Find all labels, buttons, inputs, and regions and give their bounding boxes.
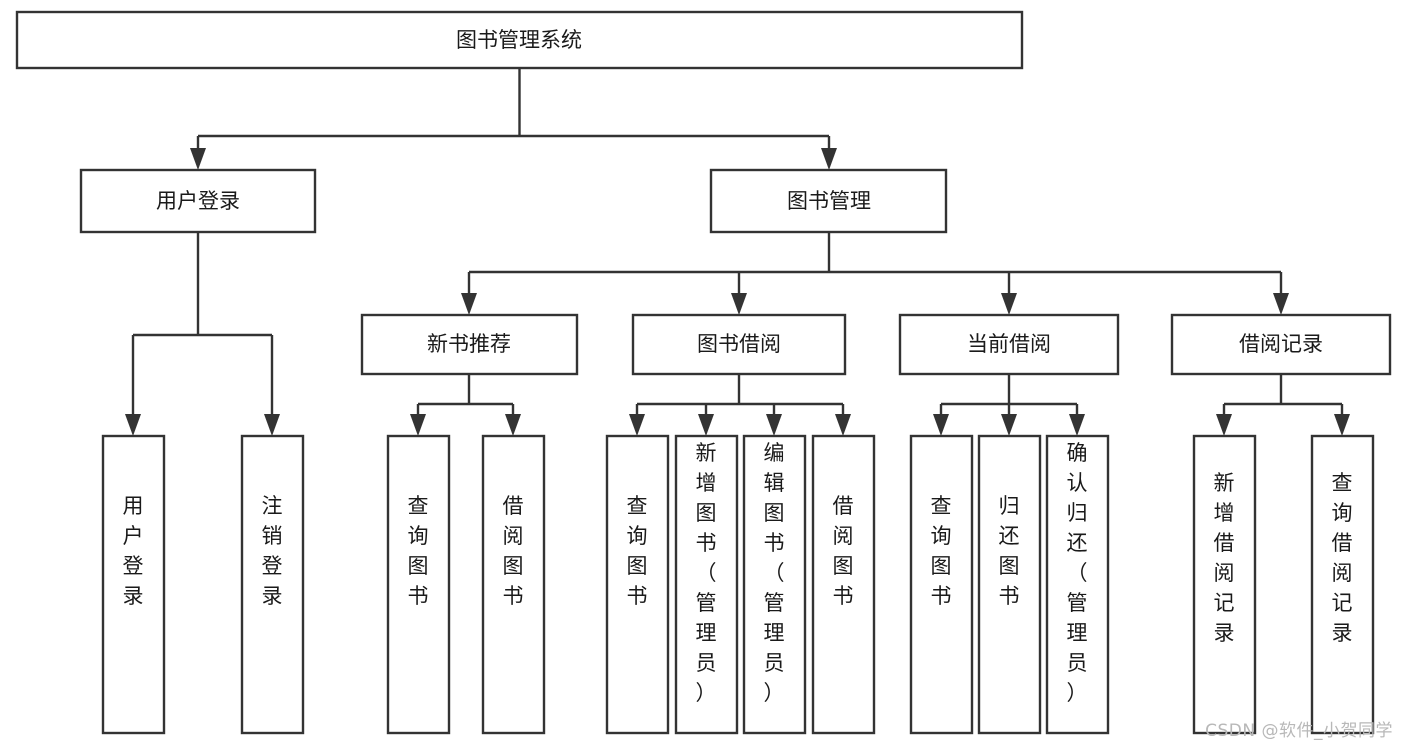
leaf-confirm-return-box[interactable]	[1045, 434, 1110, 735]
node-new-book-recommend-label: 新书推荐	[427, 332, 511, 356]
arrow-to-leaf-query-book-1	[410, 414, 426, 436]
node-borrow-record-box[interactable]	[1170, 313, 1392, 376]
arrow-to-leaf-query-book-3	[933, 414, 949, 436]
connector-group-borrow-record	[1216, 374, 1350, 436]
leaf-add-book-box[interactable]	[674, 434, 739, 735]
node-book-manage-label: 图书管理	[787, 189, 871, 213]
leaf-edit-book-label: 编辑图书（管理员）	[764, 441, 785, 705]
leaf-logout-box[interactable]	[240, 434, 305, 735]
arrow-to-current-borrow	[1001, 293, 1017, 315]
arrow-to-leaf-confirm-return	[1069, 414, 1085, 436]
arrow-to-leaf-edit-book	[766, 414, 782, 436]
node-borrow-record[interactable]: 借阅记录	[1170, 313, 1392, 376]
arrow-to-book-borrow	[731, 293, 747, 315]
node-book-borrow-box[interactable]	[631, 313, 847, 376]
leaf-query-book-3-label: 查询图书	[931, 494, 952, 608]
leaf-query-record-label: 查询借阅记录	[1332, 471, 1353, 645]
leaf-return-book-label: 归还图书	[999, 494, 1020, 608]
node-current-borrow-box[interactable]	[898, 313, 1120, 376]
connector-group-book-borrow	[629, 374, 851, 436]
leaf-edit-book[interactable]: 编辑图书（管理员）	[742, 434, 807, 735]
leaf-return-book-box[interactable]	[977, 434, 1042, 735]
leaf-query-record-box[interactable]	[1310, 434, 1375, 735]
arrow-to-borrow-record	[1273, 293, 1289, 315]
connector-group-root	[190, 68, 837, 170]
arrow-to-leaf-add-record	[1216, 414, 1232, 436]
leaf-borrow-book-1-label: 借阅图书	[503, 494, 524, 608]
arrow-to-leaf-logout	[264, 414, 280, 436]
node-new-book-recommend-box[interactable]	[360, 313, 579, 376]
node-book-manage-box[interactable]	[709, 168, 948, 234]
leaf-query-book-3-box[interactable]	[909, 434, 974, 735]
leaf-add-book[interactable]: 新增图书（管理员）	[674, 434, 739, 735]
arrow-root-to-user-login	[190, 148, 206, 170]
node-book-manage[interactable]: 图书管理	[709, 168, 948, 234]
arrow-root-to-book-manage	[821, 148, 837, 170]
node-root-box[interactable]	[15, 10, 1024, 70]
arrow-to-leaf-add-book	[698, 414, 714, 436]
node-root[interactable]: 图书管理系统	[15, 10, 1024, 70]
leaf-user-login-box[interactable]	[101, 434, 166, 735]
leaf-user-login[interactable]: 用户登录	[101, 434, 166, 735]
leaf-user-login-label: 用户登录	[123, 494, 144, 608]
leaf-borrow-book-2[interactable]: 借阅图书	[811, 434, 876, 735]
node-user-login-label: 用户登录	[156, 189, 240, 213]
leaf-return-book[interactable]: 归还图书	[977, 434, 1042, 735]
arrow-to-leaf-borrow-book-1	[505, 414, 521, 436]
arrow-to-leaf-return-book	[1001, 414, 1017, 436]
connector-group-current-borrow	[933, 374, 1085, 436]
leaf-borrow-book-2-box[interactable]	[811, 434, 876, 735]
arrow-to-new-book-recommend	[461, 293, 477, 315]
leaf-query-book-1[interactable]: 查询图书	[386, 434, 451, 735]
node-new-book-recommend[interactable]: 新书推荐	[360, 313, 579, 376]
leaf-query-book-3[interactable]: 查询图书	[909, 434, 974, 735]
arrow-to-leaf-borrow-book-2	[835, 414, 851, 436]
leaf-borrow-book-2-label: 借阅图书	[833, 494, 854, 608]
leaf-query-book-1-box[interactable]	[386, 434, 451, 735]
leaf-query-record[interactable]: 查询借阅记录	[1310, 434, 1375, 735]
leaf-add-book-label: 新增图书（管理员）	[696, 441, 717, 705]
leaf-add-record-label: 新增借阅记录	[1214, 471, 1235, 645]
node-borrow-record-label: 借阅记录	[1239, 332, 1323, 356]
node-user-login-box[interactable]	[79, 168, 317, 234]
leaf-query-book-2[interactable]: 查询图书	[605, 434, 670, 735]
connector-group-new-book-recommend	[410, 374, 521, 436]
node-user-login[interactable]: 用户登录	[79, 168, 317, 234]
leaf-borrow-book-1[interactable]: 借阅图书	[481, 434, 546, 735]
arrow-to-leaf-query-book-2	[629, 414, 645, 436]
leaf-borrow-book-1-box[interactable]	[481, 434, 546, 735]
arrow-to-leaf-query-record	[1334, 414, 1350, 436]
leaf-confirm-return-label: 确认归还（管理员）	[1067, 441, 1088, 705]
leaf-add-record[interactable]: 新增借阅记录	[1192, 434, 1257, 735]
node-book-borrow-label: 图书借阅	[697, 332, 781, 356]
leaf-logout-label: 注销登录	[262, 494, 283, 608]
leaf-add-record-box[interactable]	[1192, 434, 1257, 735]
leaf-edit-book-box[interactable]	[742, 434, 807, 735]
node-book-borrow[interactable]: 图书借阅	[631, 313, 847, 376]
leaf-query-book-1-label: 查询图书	[408, 494, 429, 608]
arrow-to-leaf-user-login	[125, 414, 141, 436]
leaf-query-book-2-label: 查询图书	[627, 494, 648, 608]
leaf-confirm-return[interactable]: 确认归还（管理员）	[1045, 434, 1110, 735]
leaf-logout[interactable]: 注销登录	[240, 434, 305, 735]
connector-group-book-manage	[461, 232, 1289, 315]
node-current-borrow[interactable]: 当前借阅	[898, 313, 1120, 376]
node-root-label: 图书管理系统	[456, 28, 582, 52]
leaf-query-book-2-box[interactable]	[605, 434, 670, 735]
node-current-borrow-label: 当前借阅	[967, 332, 1051, 356]
connector-group-user-login	[125, 232, 280, 436]
